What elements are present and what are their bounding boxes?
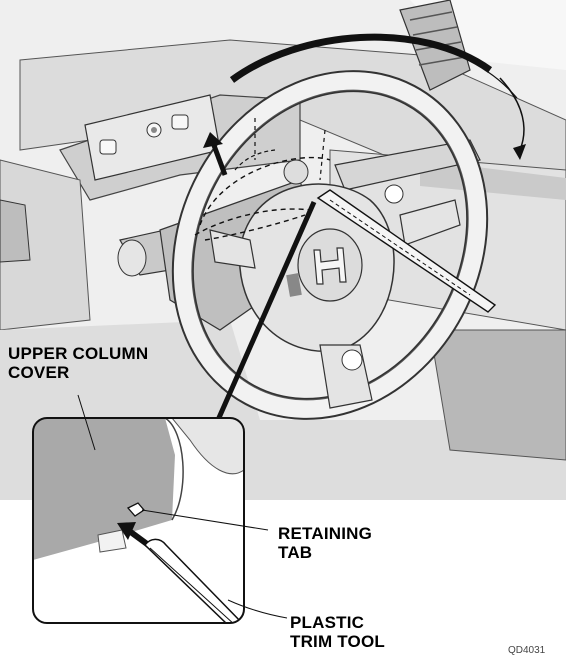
plastic-trim-tool-shape [144,538,244,623]
label-upper-column-cover-line1: UPPER COLUMN [8,344,149,363]
leader-plastic-trim-tool [227,599,288,619]
label-retaining-tab: RETAINING TAB [278,524,372,562]
detail-leader-line [215,200,317,422]
label-plastic-trim-tool-line2: TRIM TOOL [290,632,385,651]
label-plastic-trim-tool-line1: PLASTIC [290,613,365,632]
figure-code: QD4031 [508,645,546,656]
label-plastic-trim-tool: PLASTIC TRIM TOOL [290,613,385,651]
label-retaining-tab-line2: TAB [278,543,313,562]
leader-upper-column-cover [77,394,96,451]
label-retaining-tab-line1: RETAINING [278,524,373,543]
label-upper-column-cover-line2: COVER [8,363,70,382]
dashboard-illustration [0,0,566,500]
label-upper-column-cover: UPPER COLUMN COVER [8,344,148,382]
inset-detail [32,417,245,624]
leader-retaining-tab [141,509,269,531]
